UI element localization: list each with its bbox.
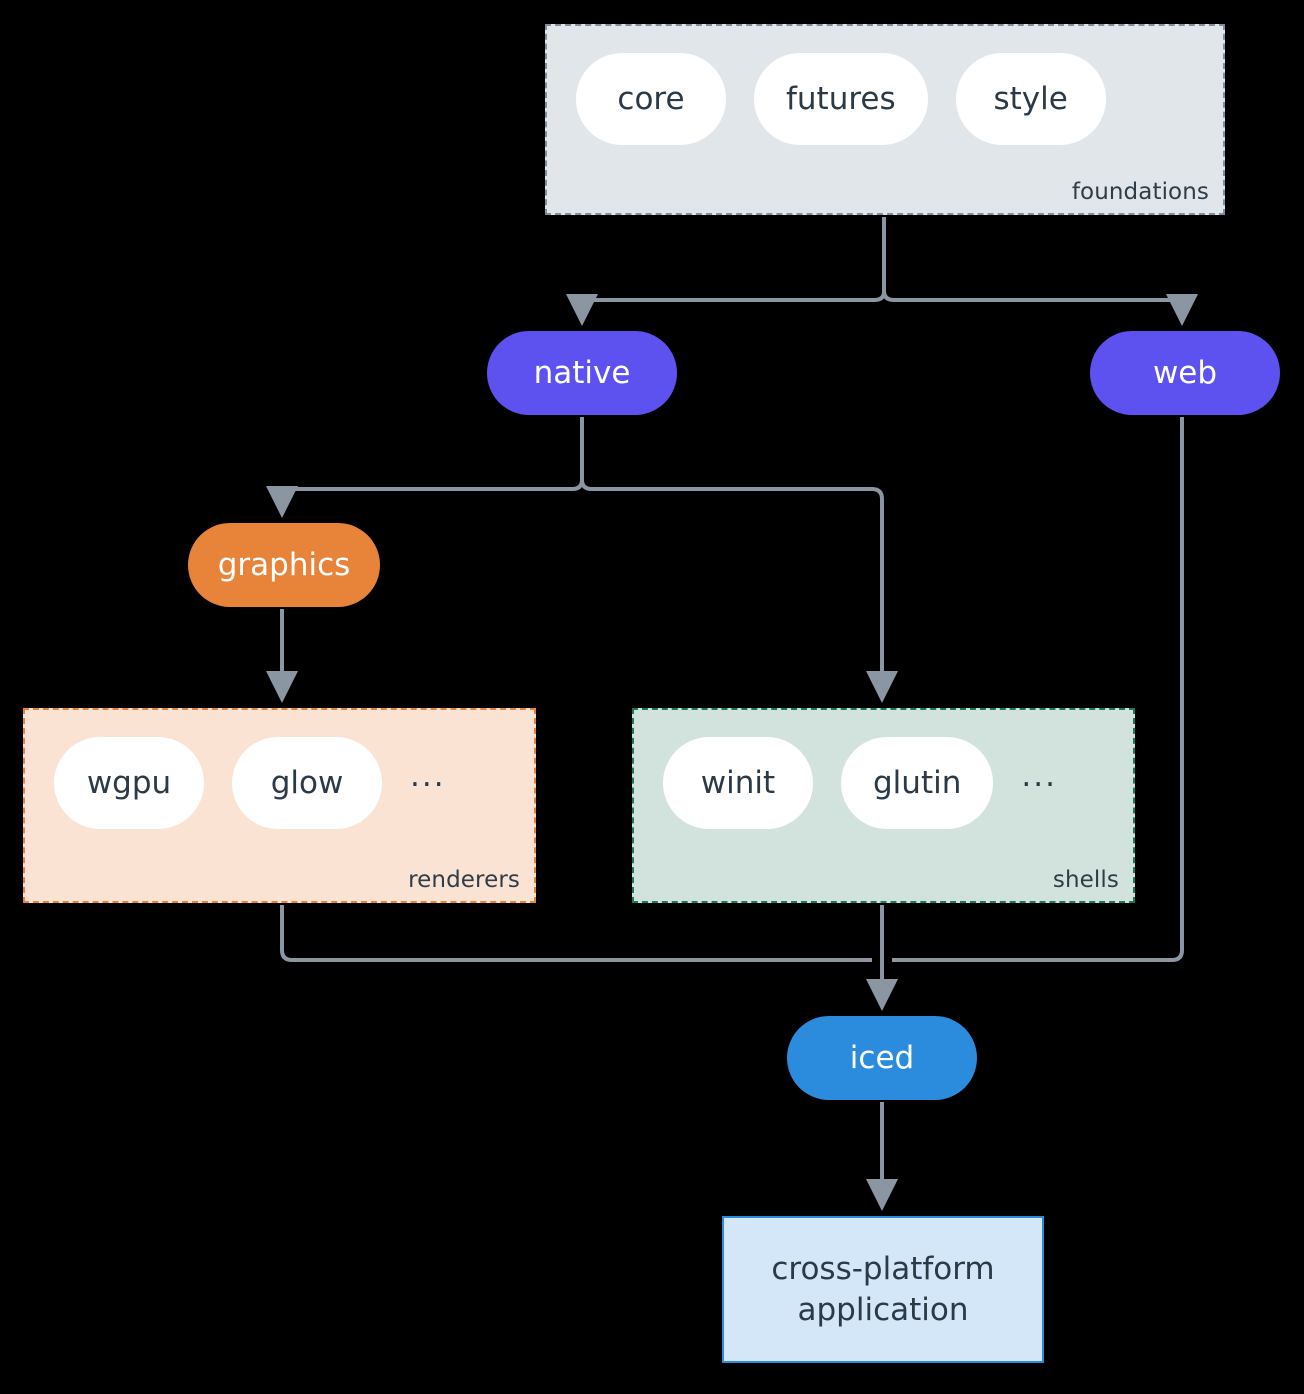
node-web[interactable]: web bbox=[1090, 331, 1280, 415]
edge-foundations-to-native bbox=[566, 290, 886, 326]
group-label-shells: shells bbox=[1052, 867, 1119, 893]
chip-glutin[interactable]: glutin bbox=[841, 737, 994, 829]
shells-more-ellipsis: ... bbox=[1021, 757, 1057, 794]
group-renderers: wgpu glow ... renderers bbox=[23, 708, 536, 903]
foundations-chip-row: core futures style bbox=[547, 26, 1106, 145]
edge-renderers-to-iced bbox=[280, 905, 872, 962]
group-label-renderers: renderers bbox=[408, 867, 520, 893]
application-line-1: cross-platform bbox=[771, 1250, 995, 1287]
edge-foundations-to-web bbox=[882, 290, 1198, 326]
chip-glow[interactable]: glow bbox=[232, 737, 382, 829]
edge-native-to-graphics bbox=[266, 479, 584, 518]
chip-style[interactable]: style bbox=[955, 53, 1106, 145]
application-line-2: application bbox=[797, 1291, 969, 1328]
group-shells: winit glutin ... shells bbox=[632, 708, 1135, 903]
node-cross-platform-application[interactable]: cross-platform application bbox=[722, 1216, 1044, 1363]
group-label-foundations: foundations bbox=[1071, 179, 1209, 205]
chip-winit[interactable]: winit bbox=[663, 737, 813, 829]
chip-futures[interactable]: futures bbox=[754, 53, 928, 145]
renderers-chip-row: wgpu glow ... bbox=[25, 710, 446, 829]
renderers-more-ellipsis: ... bbox=[410, 757, 446, 794]
node-native[interactable]: native bbox=[487, 331, 677, 415]
node-iced[interactable]: iced bbox=[787, 1016, 977, 1100]
chip-core[interactable]: core bbox=[576, 53, 726, 145]
chip-wgpu[interactable]: wgpu bbox=[54, 737, 204, 829]
node-graphics[interactable]: graphics bbox=[188, 523, 380, 607]
shells-chip-row: winit glutin ... bbox=[634, 710, 1057, 829]
group-foundations: core futures style foundations bbox=[545, 24, 1225, 215]
edge-native-to-shells bbox=[580, 479, 898, 703]
